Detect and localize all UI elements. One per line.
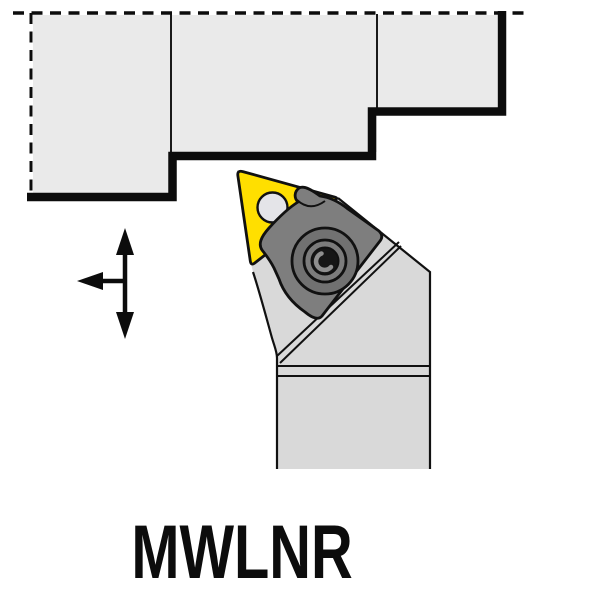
clamp-screw <box>290 226 360 296</box>
designation-label: MWLNR <box>131 510 352 594</box>
screw-socket-highlight <box>313 251 334 273</box>
feed-arrowhead-up <box>116 228 134 255</box>
pocket-shoulder-line-1 <box>276 241 400 357</box>
workpiece-body <box>33 15 497 193</box>
pocket-shoulder-line-2 <box>279 245 402 364</box>
clamp-knob-detail-line <box>296 199 326 208</box>
feed-arrowhead-down <box>116 312 134 339</box>
feed-arrowhead-left <box>77 272 103 290</box>
feed-arrows <box>77 228 134 339</box>
workpiece-group <box>13 11 526 202</box>
toolholder-left-edge <box>251 271 279 469</box>
machined-profile-path <box>27 11 507 202</box>
toolholder-group <box>236 169 432 469</box>
